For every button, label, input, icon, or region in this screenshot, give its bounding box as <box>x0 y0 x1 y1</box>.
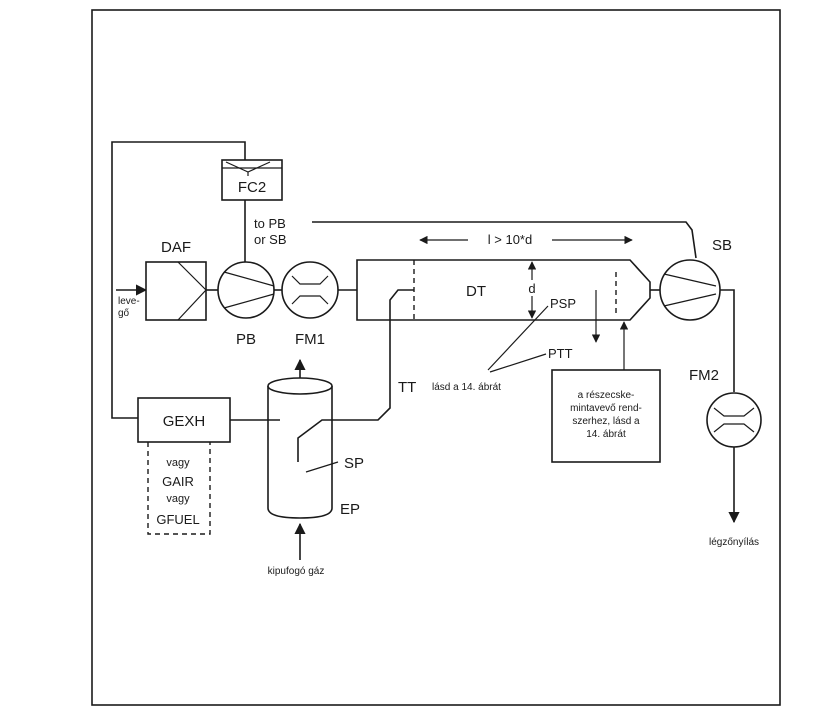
sb-label: SB <box>712 237 732 254</box>
pressure-blower-pb: PB <box>217 261 275 348</box>
sb-return-line <box>312 221 697 259</box>
fm2-label: FM2 <box>689 367 719 384</box>
psp-label: PSP <box>550 296 576 311</box>
length-dimension-label: l > 10*d <box>488 232 532 247</box>
see-fig14-label: lásd a 14. ábrát <box>432 382 501 393</box>
psp-leader-line <box>487 305 549 371</box>
flow-meter-fm2: FM2 <box>689 367 762 448</box>
particle-box-line1: a részecske- <box>578 390 635 401</box>
flow-meter-fm1: FM1 <box>281 261 339 348</box>
gexh-label: GEXH <box>163 413 206 430</box>
figure-frame <box>91 9 781 706</box>
daf-label: DAF <box>161 239 191 256</box>
dt-label: DT <box>466 283 486 300</box>
flow-controller-fc2: FC2 <box>221 159 283 201</box>
dilution-tunnel-dt: DT <box>356 259 651 321</box>
particle-box-line2: mintavevő rend- <box>570 403 642 414</box>
air-label-line2: gő <box>118 308 130 319</box>
gair-label: GAIR <box>162 474 194 489</box>
pb-label: PB <box>236 331 256 348</box>
particle-box-line3: szerhez, lásd a <box>572 416 640 427</box>
ep-label: EP <box>340 501 360 518</box>
fc2-label: FC2 <box>238 179 266 196</box>
tt-label: TT <box>398 379 416 396</box>
sp-probe-line <box>305 461 339 473</box>
particle-sampling-box: a részecske- mintavevő rend- szerhez, lá… <box>551 369 661 463</box>
vagy-label-2: vagy <box>166 493 190 505</box>
suction-blower-sb: SB <box>659 237 732 321</box>
gair-gfuel-alternative-box: vagy GAIR vagy GFUEL <box>147 442 211 535</box>
fm1-label: FM1 <box>295 331 325 348</box>
particle-box-line4: 14. ábrát <box>586 429 626 440</box>
air-label-line1: leve- <box>118 296 140 307</box>
gexh-to-fc2-line <box>111 141 246 419</box>
or-sb-label: or SB <box>254 232 287 247</box>
sp-label: SP <box>344 455 364 472</box>
diameter-dimension-label: d <box>528 281 535 296</box>
ptt-label: PTT <box>548 346 573 361</box>
to-pb-label: to PB <box>254 216 286 231</box>
dilution-air-filter-daf: DAF <box>145 239 207 321</box>
vent-label: légzőnyílás <box>709 537 759 548</box>
ptt-leader-line <box>489 353 547 373</box>
sb-to-fm2-line <box>720 289 735 392</box>
vagy-label-1: vagy <box>166 457 190 469</box>
exhaust-gas-label: kipufogó gáz <box>268 566 325 577</box>
gfuel-label: GFUEL <box>156 512 199 527</box>
transfer-tube <box>297 289 414 462</box>
exhaust-pipe-ep: EP <box>267 377 360 519</box>
gexh-meter: GEXH <box>137 397 231 443</box>
